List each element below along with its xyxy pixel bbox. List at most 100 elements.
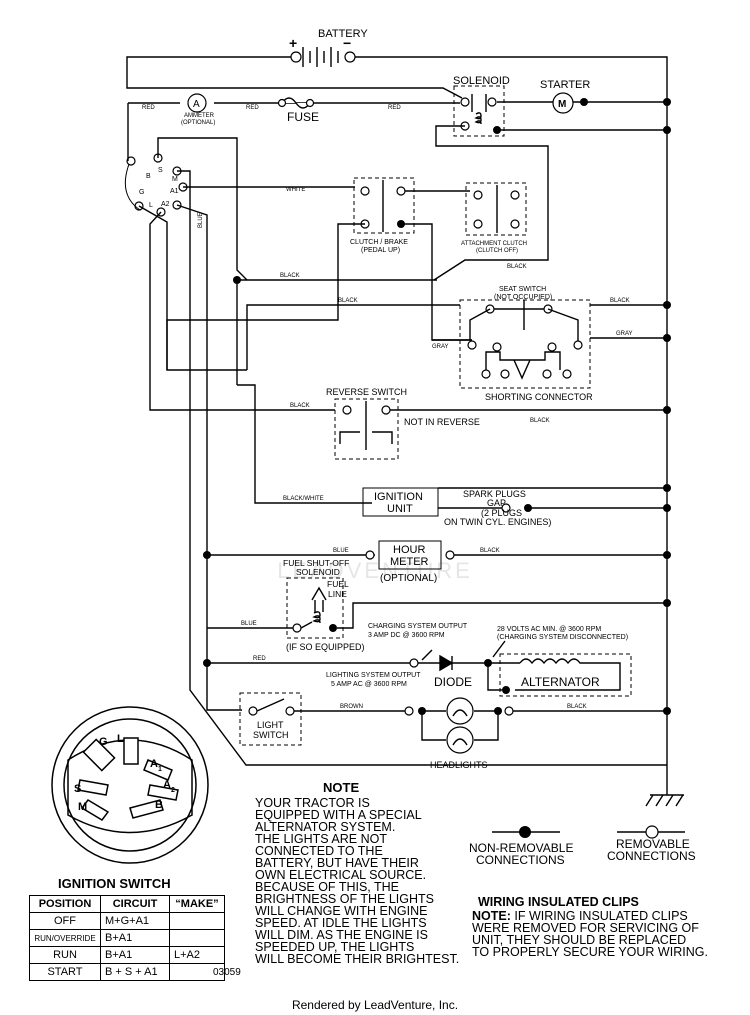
clips-note-label: NOTE: <box>472 909 511 923</box>
svg-text:HOUR: HOUR <box>393 544 425 556</box>
reverse-switch <box>334 398 399 460</box>
ignition-table-header-cell: POSITION <box>29 895 101 913</box>
svg-text:ON TWIN CYL. ENGINES): ON TWIN CYL. ENGINES) <box>444 517 551 527</box>
note-line: OWN ELECTRICAL SOURCE. <box>255 868 427 882</box>
svg-text:ALTERNATOR: ALTERNATOR <box>521 675 600 689</box>
svg-text:FUEL SHUT-OFF: FUEL SHUT-OFF <box>283 558 349 568</box>
legend-non-removable: NON-REMOVABLE CONNECTIONS <box>469 826 573 867</box>
ignition-table-cell: B+A1 <box>100 929 170 947</box>
svg-text:FUEL: FUEL <box>327 579 349 589</box>
svg-text:BLUE: BLUE <box>241 621 257 627</box>
svg-text:−: − <box>343 35 351 51</box>
svg-text:BLACK: BLACK <box>567 704 587 710</box>
alternator <box>499 653 632 697</box>
legend-removable: REMOVABLE CONNECTIONS <box>607 825 696 863</box>
svg-text:WHITE: WHITE <box>286 187 305 193</box>
note-title: NOTE <box>323 780 360 795</box>
svg-text:(OPTIONAL): (OPTIONAL) <box>181 120 215 126</box>
svg-text:CHARGING SYSTEM OUTPUT: CHARGING SYSTEM OUTPUT <box>368 623 468 630</box>
svg-text:(CLUTCH OFF): (CLUTCH OFF) <box>476 248 518 254</box>
svg-text:B: B <box>155 799 163 811</box>
fuse <box>281 97 311 109</box>
svg-text:RED: RED <box>142 105 155 111</box>
svg-text:LIGHT: LIGHT <box>257 720 284 730</box>
svg-text:SOLENOID: SOLENOID <box>453 75 510 87</box>
svg-text:RED: RED <box>246 105 259 111</box>
wiring-clips-title: WIRING INSULATED CLIPS <box>478 895 639 909</box>
svg-text:G: G <box>139 189 144 196</box>
note-line: EQUIPPED WITH A SPECIAL <box>255 808 422 822</box>
spark-plug-gap-terminal <box>501 503 511 513</box>
svg-text:BLACK: BLACK <box>480 548 500 554</box>
svg-text:AMMETER: AMMETER <box>184 113 215 119</box>
svg-text:IGNITION: IGNITION <box>374 491 423 503</box>
note-line: SPEEDED UP, THE LIGHTS <box>255 940 415 954</box>
svg-text:SHORTING CONNECTOR: SHORTING CONNECTOR <box>485 392 593 402</box>
svg-text:REMOVABLE: REMOVABLE <box>616 837 690 851</box>
svg-text:HEADLIGHTS: HEADLIGHTS <box>430 760 488 770</box>
svg-text:UNIT: UNIT <box>387 503 413 515</box>
svg-text:A: A <box>163 779 171 791</box>
svg-text:METER: METER <box>390 556 429 568</box>
light-switch <box>239 692 302 746</box>
clips-line-text: TO PROPERLY SECURE YOUR WIRING. <box>472 945 708 959</box>
ignition-table-cell <box>169 929 225 947</box>
clutch-brake-switch <box>353 177 415 234</box>
svg-text:FUSE: FUSE <box>287 110 319 124</box>
ignition-table-cell: M+G+A1 <box>100 912 170 930</box>
svg-text:(2 PLUGS: (2 PLUGS <box>481 508 522 518</box>
diagram-code: 03059 <box>213 967 241 978</box>
ignition-table-cell: RUN <box>29 946 101 964</box>
svg-text:GRAY: GRAY <box>432 344 449 350</box>
starter-motor <box>552 92 574 114</box>
svg-text:BLACK: BLACK <box>290 403 310 409</box>
svg-text:GAP: GAP <box>487 498 506 508</box>
headlight-upper <box>446 697 474 725</box>
svg-text:1: 1 <box>158 766 162 773</box>
svg-text:(PEDAL UP): (PEDAL UP) <box>361 247 400 254</box>
svg-text:S: S <box>74 783 81 795</box>
clips-line: TO PROPERLY SECURE YOUR WIRING. <box>472 945 742 959</box>
ignition-table-cell: B + S + A1 <box>100 963 170 981</box>
svg-text:ATTACHMENT CLUTCH: ATTACHMENT CLUTCH <box>461 241 527 247</box>
svg-text:28 VOLTS AC MIN. @ 3600 RPM: 28 VOLTS AC MIN. @ 3600 RPM <box>497 626 601 633</box>
svg-text:(IF SO EQUIPPED): (IF SO EQUIPPED) <box>286 642 365 652</box>
diode <box>439 654 454 672</box>
note-line: BECAUSE OF THIS, THE <box>255 880 400 894</box>
ground-icon <box>645 765 684 807</box>
battery-positive-terminal <box>290 51 302 63</box>
wiring-clips-block: WIRING INSULATED CLIPS NOTE: IF WIRING I… <box>472 895 742 959</box>
ignition-switch-connector: B S M G A1 L A2 <box>124 153 188 217</box>
svg-text:RED: RED <box>253 656 266 662</box>
svg-text:BLACK: BLACK <box>280 273 300 279</box>
ignition-unit <box>362 487 439 517</box>
battery-negative-terminal <box>344 51 356 63</box>
note-line: WILL DIM. AS THE ENGINE IS <box>255 928 428 942</box>
svg-text:SEAT SWITCH: SEAT SWITCH <box>499 286 546 293</box>
svg-text:SOLENOID: SOLENOID <box>296 567 340 577</box>
ignition-table-cell: START <box>29 963 101 981</box>
svg-text:S: S <box>158 167 163 174</box>
svg-text:BLACK: BLACK <box>338 298 358 304</box>
svg-text:CONNECTIONS: CONNECTIONS <box>476 853 565 867</box>
clips-line: NOTE: IF WIRING INSULATED CLIPS <box>472 909 742 923</box>
svg-text:STARTER: STARTER <box>540 79 590 91</box>
ignition-switch-plug: G L A 1 A 2 S M B <box>51 706 209 864</box>
note-line: BATTERY, BUT HAVE THEIR <box>255 856 419 870</box>
ignition-table-cell: RUN/OVERRIDE <box>29 929 101 947</box>
svg-text:LIGHTING SYSTEM OUTPUT: LIGHTING SYSTEM OUTPUT <box>326 672 421 679</box>
svg-text:L: L <box>117 733 124 745</box>
svg-text:L: L <box>149 202 153 209</box>
note-line: WILL BECOME THEIR BRIGHTEST. <box>255 952 460 966</box>
watermark: LEADVENTURE <box>277 558 473 583</box>
note-line: CONNECTED TO THE <box>255 844 383 858</box>
svg-text:G: G <box>99 736 108 748</box>
